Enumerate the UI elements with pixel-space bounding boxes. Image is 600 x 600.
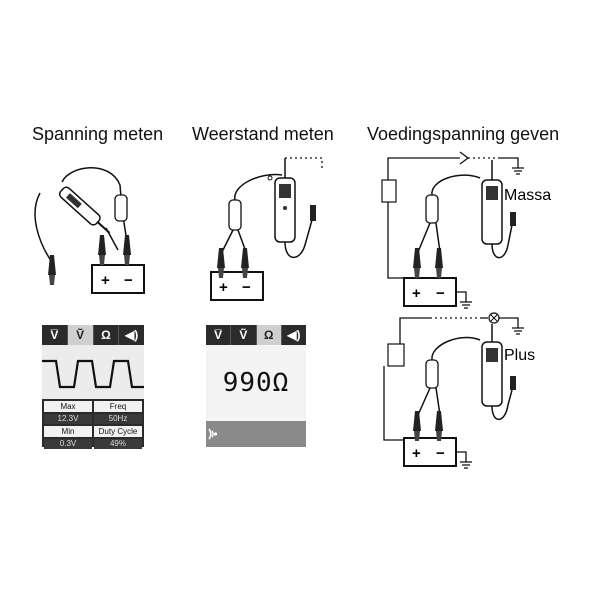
battery-4-plus: + (412, 445, 421, 462)
square-wave (42, 359, 144, 389)
freq-value: 50Hz (94, 414, 142, 424)
supply-plus-diagram: + − (383, 312, 524, 469)
readout-grid: Max Freq 12.3V 50Hz Min Duty Cycle 0.3V … (44, 401, 142, 449)
voltage-probe-diagram: + − (34, 167, 145, 294)
resistance-display: 990Ω (206, 345, 306, 421)
title-resistance: Weerstand meten (192, 124, 334, 144)
battery-2-minus: − (242, 279, 251, 296)
resistance-footer (206, 421, 306, 447)
title-voltage: Spanning meten (32, 124, 164, 144)
mode-bar-1: V̅ Ṽ Ω ◀) (42, 325, 144, 345)
resistance-probe-diagram: + − (210, 157, 323, 301)
dc-voltage-icon: V̅ (206, 325, 232, 345)
freq-label: Freq (94, 401, 142, 412)
battery-1-plus: + (101, 272, 110, 289)
dc-voltage-icon: V̅ (42, 325, 68, 345)
battery-2-plus: + (219, 279, 228, 296)
battery-1 (91, 264, 145, 294)
sound-wave-icon (208, 428, 218, 440)
ohm-icon: Ω (256, 325, 282, 345)
battery-4-minus: − (436, 445, 445, 462)
max-label: Max (44, 401, 92, 412)
resistance-reading: 990Ω (222, 368, 290, 398)
max-value: 12.3V (44, 414, 92, 424)
min-label: Min (44, 426, 92, 437)
title-supply: Voedingspanning geven (367, 124, 560, 144)
ohm-icon: Ω (94, 325, 120, 345)
supply-ground-diagram: + − (381, 151, 524, 309)
waveform-plot (42, 345, 144, 399)
mode-bar-2: V̅ Ṽ Ω ◀) (206, 325, 306, 345)
battery-3-plus: + (412, 285, 421, 302)
probe-body-1 (58, 186, 111, 234)
speaker-icon: ◀) (125, 328, 139, 342)
duty-cycle-label: Duty Cycle (94, 426, 142, 437)
battery-2 (210, 271, 264, 301)
battery-1-minus: − (124, 272, 133, 289)
min-value: 0.3V (44, 439, 92, 449)
resistance-screen: V̅ Ṽ Ω ◀) 990Ω (206, 325, 306, 447)
battery-3-minus: − (436, 285, 445, 302)
label-ground: Massa (504, 187, 551, 204)
battery-4 (403, 437, 457, 467)
duty-cycle-value: 49% (94, 439, 142, 449)
waveform-screen: V̅ Ṽ Ω ◀) Max Freq 12.3V 50Hz Min Duty … (42, 325, 144, 449)
ac-voltage-icon: Ṽ (67, 325, 94, 345)
ac-voltage-icon: Ṽ (231, 325, 257, 345)
speaker-icon: ◀) (287, 328, 301, 342)
label-plus: Plus (504, 347, 535, 364)
